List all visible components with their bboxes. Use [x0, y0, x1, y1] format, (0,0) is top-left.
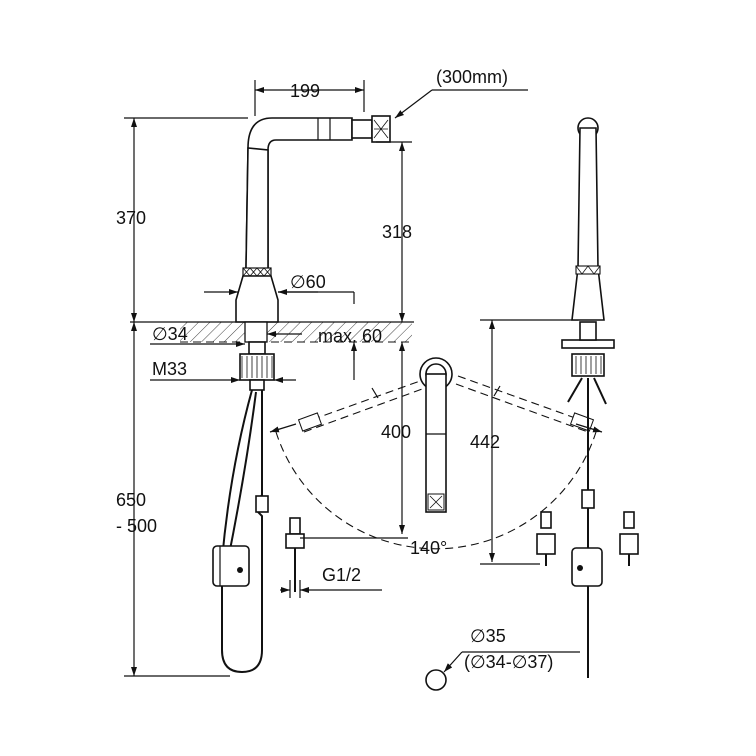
supply-connector — [255, 495, 269, 513]
front-valve-left — [536, 533, 556, 555]
front-mounting-nut — [571, 353, 605, 377]
dim-650-label: 650 — [116, 490, 146, 510]
worktop-hole — [425, 669, 447, 691]
top-view: 140° 400 442 — [269, 319, 603, 565]
dim-199-label: 199 — [290, 81, 320, 101]
angle-140-label: 140° — [410, 538, 447, 558]
hose-line — [221, 389, 263, 674]
front-neck — [571, 127, 605, 321]
dim-max60-label: max. 60 — [318, 326, 382, 346]
dim-318-label: 318 — [382, 222, 412, 242]
hole-diam35-label: ∅35 — [470, 626, 506, 646]
spout-top-view — [425, 373, 447, 513]
dim-370-label: 370 — [116, 208, 146, 228]
dim-400-label: 400 — [381, 422, 411, 442]
decor-band — [242, 267, 272, 277]
faucet-side-view — [130, 115, 414, 674]
hose-length-label: (300mm) — [436, 67, 508, 87]
dim-diam60-label: ∅60 — [290, 272, 326, 292]
dim-500-label: - 500 — [116, 516, 157, 536]
swivel-arc — [275, 431, 597, 550]
faucet-front-view: ∅35 (∅34-∅37) — [425, 117, 639, 691]
dimensions-left: 199 (300mm) 370 318 ∅60 ∅34 max. 60 M33 — [116, 67, 528, 677]
dim-diam34-label: ∅34 — [152, 324, 188, 344]
angle-valve — [289, 517, 301, 535]
hole-range-label: (∅34-∅37) — [464, 652, 553, 672]
front-valve-right — [619, 533, 639, 555]
dim-m33-label: M33 — [152, 359, 187, 379]
hose-weight — [212, 545, 250, 587]
dim-g12-label: G1/2 — [322, 565, 361, 585]
worktop-section — [180, 322, 412, 342]
dim-442-label: 442 — [470, 432, 500, 452]
spray-head — [351, 119, 373, 139]
